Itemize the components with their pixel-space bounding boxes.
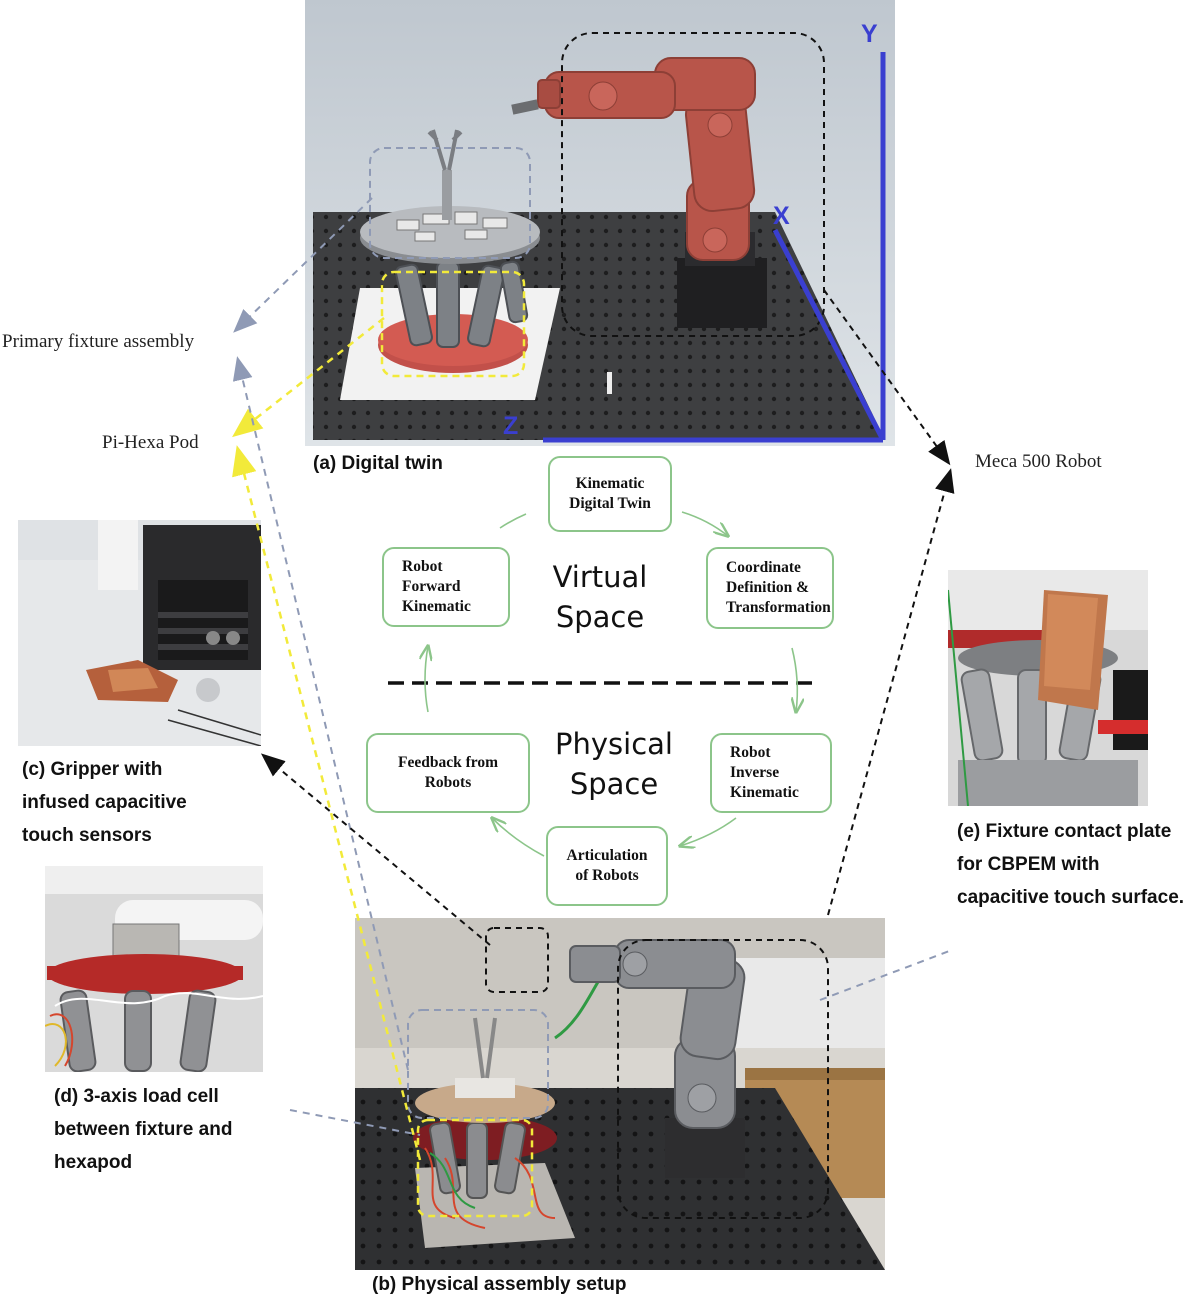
digital-twin-render: [305, 0, 895, 446]
physical-setup-photo: [355, 918, 885, 1270]
caption-digital-twin: (a) Digital twin: [313, 453, 443, 474]
caption-physical-setup: (b) Physical assembly setup: [372, 1274, 627, 1295]
physical-space-label: Physical Space: [555, 727, 673, 801]
twin-robot-box: [561, 32, 825, 337]
meca-robot-label: Meca 500 Robot: [975, 451, 1102, 472]
axis-z-label: Z: [503, 412, 519, 440]
caption-load-cell: (d) 3-axis load cell between fixture and…: [54, 1086, 233, 1173]
twin-fixture-box: [369, 147, 531, 259]
caption-gripper: (c) Gripper with infused capacitive touc…: [22, 759, 187, 846]
axis-y-label: Y: [861, 20, 878, 48]
virtual-space-label: Virtual Space: [552, 560, 648, 634]
node-articulation-of-robots: Articulation of Robots: [546, 826, 668, 906]
caption-contact-plate: (e) Fixture contact plate for CBPEM with…: [957, 821, 1185, 908]
hexa-pod-label: Pi-Hexa Pod: [102, 432, 199, 453]
node-robot-inverse-kinematic: Robot Inverse Kinematic: [710, 733, 832, 813]
axis-x-line: [772, 228, 886, 442]
node-feedback-from-robots: Feedback from Robots: [366, 733, 530, 813]
contact-plate-photo: [948, 570, 1148, 806]
twin-hexapod-box: [380, 270, 526, 378]
axis-x-label: X: [773, 202, 790, 230]
phys-fixture-box: [407, 1009, 549, 1119]
gripper-photo: [18, 520, 261, 746]
phys-robot-box: [617, 939, 829, 1219]
phys-gripper-box: [485, 927, 549, 993]
primary-fixture-label: Primary fixture assembly: [2, 331, 195, 352]
node-robot-forward-kinematic: Robot Forward Kinematic: [382, 547, 510, 627]
load-cell-photo: [45, 866, 263, 1072]
phys-hexapod-box: [416, 1118, 534, 1218]
node-kinematic-digital-twin: Kinematic Digital Twin: [548, 456, 672, 532]
node-coordinate-definition: Coordinate Definition & Transformation: [706, 547, 834, 629]
